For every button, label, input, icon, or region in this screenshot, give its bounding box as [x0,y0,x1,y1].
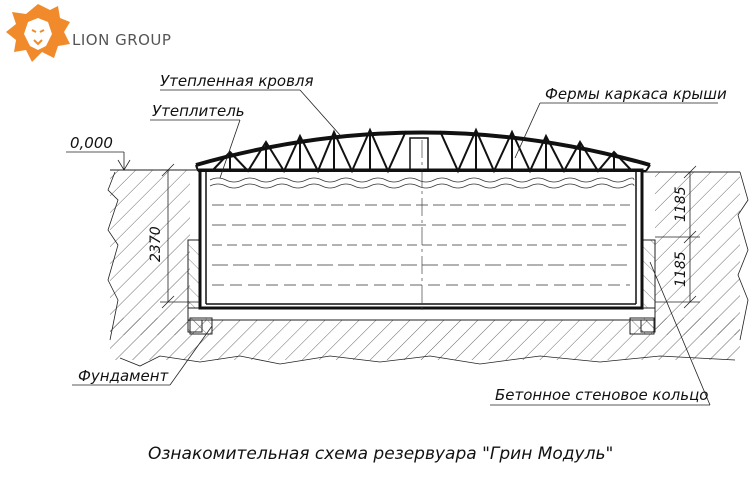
leader-foundation [72,325,213,386]
diagram-caption: Ознакомительная схема резервуара "Грин М… [148,444,613,464]
lion-head-icon [6,4,70,62]
leader-trusses [514,102,718,159]
dimension-total [160,163,200,309]
ground-break-line [107,171,749,367]
leader-insulation [150,119,241,179]
label-insulation: Утеплитель [152,102,245,120]
foundation-slab [187,307,656,335]
label-ring: Бетонное стеновое кольцо [495,386,709,404]
company-logo: LION GROUP [6,4,171,62]
ground-bottom [110,318,740,360]
tank-body [198,168,644,310]
dimension-total-label: 2370 [148,226,164,262]
brand-name: LION GROUP [72,31,171,49]
level-mark [66,151,131,171]
dimension-lower-label: 1185 [673,251,689,287]
roof [195,127,651,174]
leader-roof [160,89,341,136]
label-trusses: Фермы каркаса крыши [545,85,727,103]
dimension-upper-label: 1185 [673,186,689,222]
roof-trusses [211,127,633,174]
level-label: 0,000 [70,134,113,152]
label-foundation: Фундамент [78,367,170,385]
leader-ring [490,261,711,406]
dimension-right [655,165,700,309]
water [209,177,635,286]
label-roof: Утепленная кровля [160,72,314,90]
